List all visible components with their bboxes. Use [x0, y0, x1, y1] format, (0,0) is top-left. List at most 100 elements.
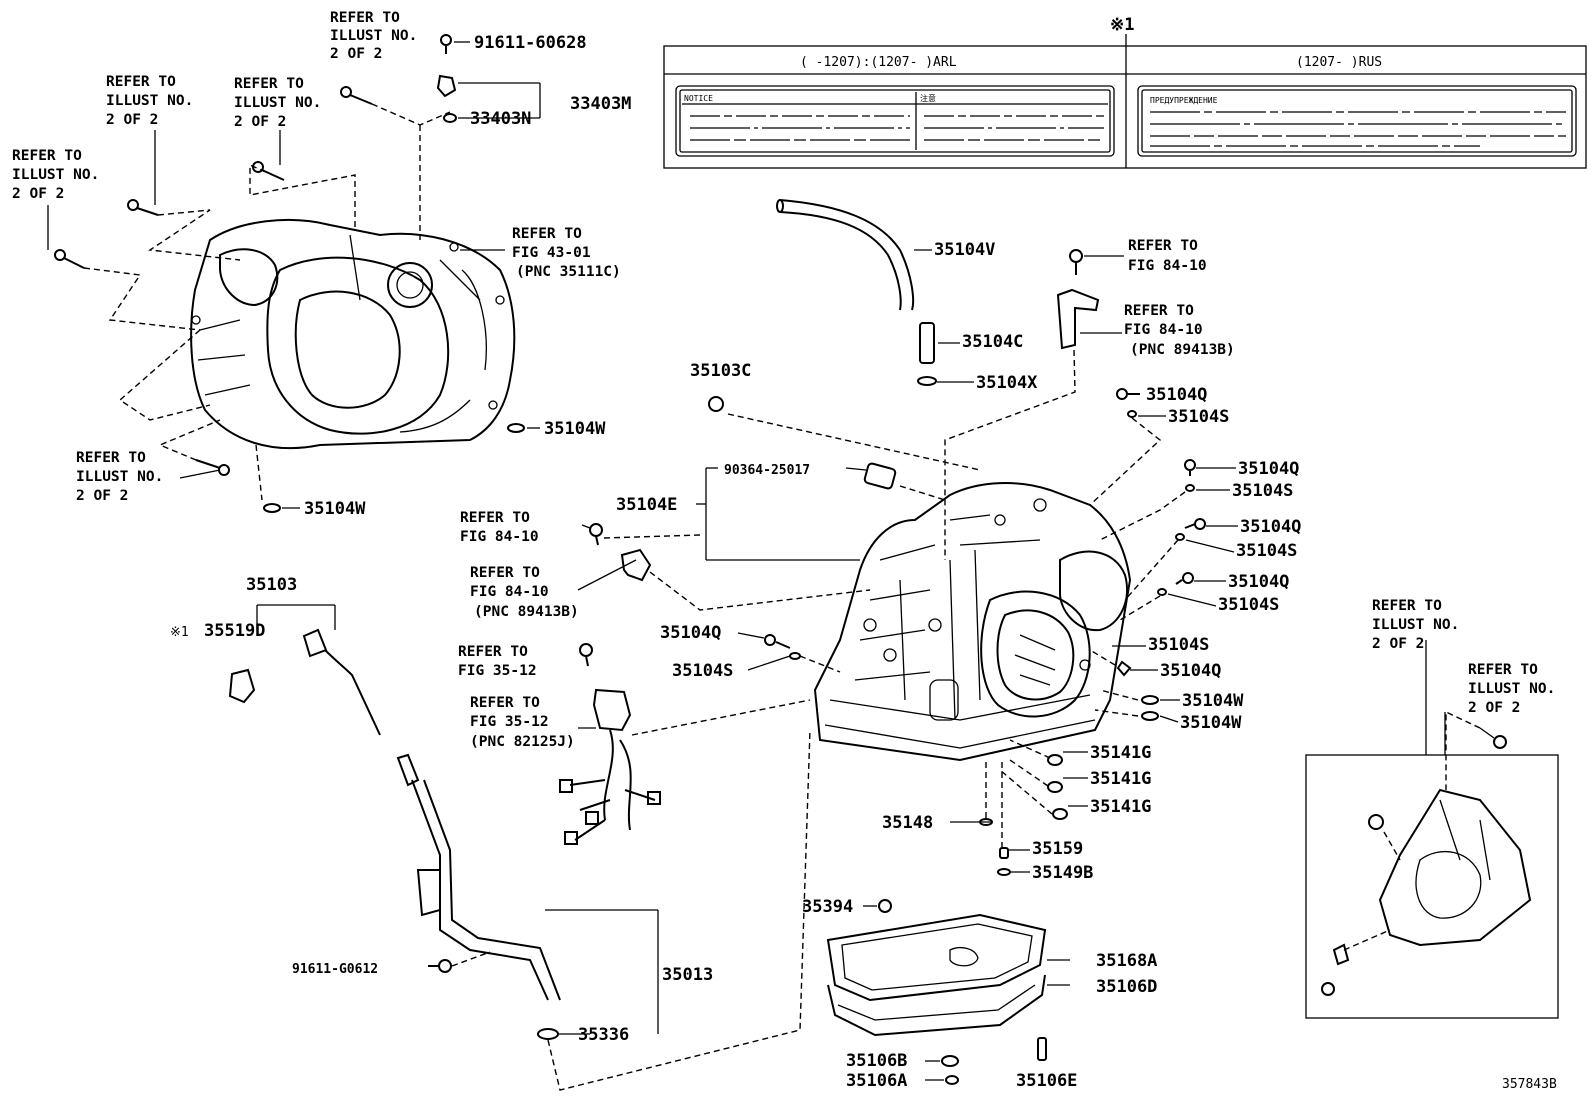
ref-text: REFER TO — [106, 74, 176, 90]
part-label[interactable]: 90364-25017 — [724, 463, 810, 478]
ref-text: REFER TO — [330, 10, 400, 26]
35104e-bracket — [696, 467, 860, 561]
label-col2-header: (1207- )RUS — [1296, 55, 1382, 70]
part-label[interactable]: 35013 — [662, 965, 713, 985]
part-label[interactable]: 35104S — [1148, 635, 1209, 655]
ref-text: REFER TO — [1372, 598, 1442, 614]
part-label[interactable]: 35104Q — [1160, 661, 1221, 681]
part-label[interactable]: 35148 — [882, 813, 933, 833]
ref-text: FIG 84-10 — [460, 529, 539, 545]
part-label[interactable]: 35168A — [1096, 951, 1157, 971]
part-label[interactable]: 35104Q — [1228, 572, 1289, 592]
part-label[interactable]: 35106D — [1096, 977, 1157, 997]
ref-text: REFER TO — [12, 148, 82, 164]
part-label[interactable]: 33403M — [570, 94, 631, 114]
part-label[interactable]: 35104S — [1236, 541, 1297, 561]
ref-text: FIG 84-10 — [470, 584, 549, 600]
ref-text: (PNC 82125J) — [470, 734, 575, 750]
ref-text: FIG 84-10 — [1124, 322, 1203, 338]
ref-text: ILLUST NO. — [76, 469, 163, 485]
ref-text: 2 OF 2 — [76, 488, 128, 504]
part-label[interactable]: 35104S — [672, 661, 733, 681]
ref-text: FIG 35-12 — [458, 663, 537, 679]
part-label[interactable]: 35104Q — [1146, 385, 1207, 405]
diagram-id: 357843B — [1502, 1077, 1557, 1092]
ref-text: REFER TO — [76, 450, 146, 466]
part-label[interactable]: 35104V — [934, 240, 995, 260]
part-label[interactable]: 91611-G0612 — [292, 962, 378, 977]
part-label[interactable]: 35141G — [1090, 743, 1151, 763]
ref-text: ILLUST NO. — [1468, 681, 1555, 697]
note-mark-1: ※1 — [1110, 15, 1134, 35]
transaxle-case — [813, 482, 1132, 762]
ref-text: (PNC 89413B) — [474, 604, 579, 620]
ref-text: REFER TO — [1468, 662, 1538, 678]
dipstick-and-tube — [228, 604, 811, 1091]
ref-text: ILLUST NO. — [12, 167, 99, 183]
part-label[interactable]: 35159 — [1032, 839, 1083, 859]
caution-label-table: ※1 ( -1207):(1207- )ARL (1207- )RUS NOTI… — [663, 15, 1587, 169]
part-label[interactable]: 35336 — [578, 1025, 629, 1045]
sticker-warning-jp: 注意 — [920, 93, 936, 103]
part-label[interactable]: 35104S — [1218, 595, 1279, 615]
sticker-warning-ru: ПРЕДУПРЕЖДЕНИЕ — [1150, 96, 1218, 105]
inset-box — [1305, 640, 1559, 1019]
note-mark-1-small: ※1 — [170, 625, 189, 640]
part-label[interactable]: 35149B — [1032, 863, 1093, 883]
part-label[interactable]: 35104W — [1180, 713, 1242, 733]
ref-text: REFER TO — [458, 644, 528, 660]
ref-text: (PNC 89413B) — [1130, 342, 1235, 358]
ref-text: 2 OF 2 — [234, 114, 286, 130]
ref-text: (PNC 35111C) — [516, 264, 621, 280]
ref-text: 2 OF 2 — [106, 112, 158, 128]
part-label[interactable]: 35104Q — [1240, 517, 1301, 537]
part-label[interactable]: 35104X — [976, 373, 1038, 393]
part-label[interactable]: 35104W — [1182, 691, 1244, 711]
ref-text: 2 OF 2 — [1372, 636, 1424, 652]
part-label[interactable]: 35106A — [846, 1071, 907, 1091]
ref-text: FIG 84-10 — [1128, 258, 1207, 274]
oil-pan — [826, 899, 1070, 1085]
part-label[interactable]: 35104S — [1168, 407, 1229, 427]
ref-text: REFER TO — [470, 695, 540, 711]
part-label[interactable]: 35394 — [802, 897, 853, 917]
part-label[interactable]: 35104E — [616, 495, 677, 515]
part-label[interactable]: 35104Q — [660, 623, 721, 643]
ref-text: REFER TO — [512, 226, 582, 242]
ref-text: REFER TO — [1128, 238, 1198, 254]
ref-text: REFER TO — [1124, 303, 1194, 319]
sticker-notice-text: NOTICE — [684, 94, 713, 103]
part-label[interactable]: 35103C — [690, 361, 751, 381]
part-label[interactable]: 35103 — [246, 575, 297, 595]
ref-text: FIG 35-12 — [470, 714, 549, 730]
ref-text: ILLUST NO. — [330, 28, 417, 44]
part-label[interactable]: 35104S — [1232, 481, 1293, 501]
speed-sensors — [944, 249, 1206, 721]
ref-text: REFER TO — [470, 565, 540, 581]
breather-hose — [776, 199, 937, 386]
part-label[interactable]: 91611-60628 — [474, 33, 587, 53]
part-label[interactable]: 33403N — [470, 109, 531, 129]
ref-text: REFER TO — [234, 76, 304, 92]
part-label[interactable]: 35141G — [1090, 797, 1151, 817]
part-label[interactable]: 35104Q — [1238, 459, 1299, 479]
part-label[interactable]: 35106E — [1016, 1071, 1077, 1091]
part-label[interactable]: 35104C — [962, 332, 1023, 352]
ref-text: ILLUST NO. — [106, 93, 193, 109]
leaders-upper-left — [47, 41, 541, 509]
ref-text: 2 OF 2 — [12, 186, 64, 202]
part-label[interactable]: 35519D — [204, 621, 265, 641]
ref-text: FIG 43-01 — [512, 245, 591, 261]
ref-text: REFER TO — [460, 510, 530, 526]
part-label[interactable]: 35104W — [544, 419, 606, 439]
part-label[interactable]: 35104W — [304, 499, 366, 519]
plug-and-bushing — [708, 396, 981, 501]
ref-text: 2 OF 2 — [1468, 700, 1520, 716]
left-sensors-and-harness — [559, 523, 871, 845]
part-label[interactable]: 35141G — [1090, 769, 1151, 789]
ref-text: ILLUST NO. — [234, 95, 321, 111]
part-label[interactable]: 35106B — [846, 1051, 907, 1071]
label-col1-header: ( -1207):(1207- )ARL — [800, 55, 957, 70]
o-rings — [950, 739, 1068, 876]
